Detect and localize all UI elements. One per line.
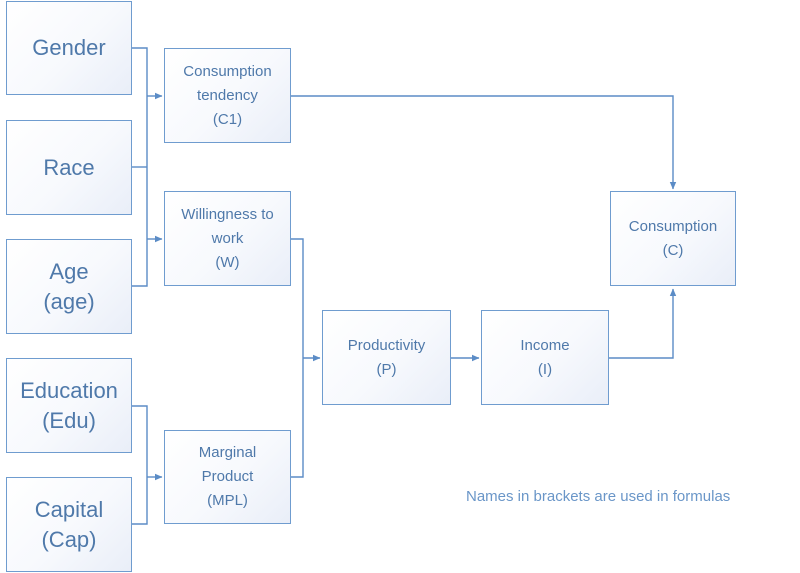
node-capital: Capital (Cap): [6, 477, 132, 572]
node-consumption-tendency: Consumption tendency (C1): [164, 48, 291, 143]
node-willingness-to-work: Willingness to work (W): [164, 191, 291, 286]
arrow-income-to-consumption: [609, 288, 677, 359]
node-marginal-product: Marginal Product (MPL): [164, 430, 291, 524]
node-productivity: Productivity (P): [322, 310, 451, 405]
arrow-tendency-to-consumption: [291, 95, 677, 190]
connector-education-capital-bracket: [132, 405, 148, 525]
node-age: Age (age): [6, 239, 132, 334]
node-gender: Gender: [6, 1, 132, 95]
node-consumption: Consumption (C): [610, 191, 736, 286]
node-income: Income (I): [481, 310, 609, 405]
formula-note: Names in brackets are used in formulas: [466, 488, 731, 505]
node-race: Race: [6, 120, 132, 215]
connector-willingness-mpl-bracket: [291, 238, 304, 478]
node-education: Education (Edu): [6, 358, 132, 453]
